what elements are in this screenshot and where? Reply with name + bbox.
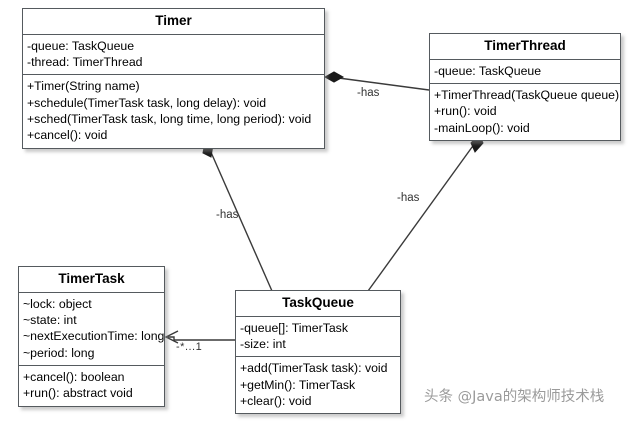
- class-member: ~state: int: [23, 312, 77, 327]
- class-member: +add(TimerTask task): void: [240, 361, 388, 376]
- class-box-timerthread[interactable]: TimerThread -queue: TaskQueue +TimerThre…: [429, 33, 621, 141]
- class-box-timer[interactable]: Timer -queue: TaskQueue -thread: TimerTh…: [22, 8, 325, 149]
- class-member: ~period: long: [23, 345, 95, 360]
- class-methods-taskqueue: +add(TimerTask task): void +getMin(): Ti…: [236, 357, 400, 413]
- class-member: ~nextExecutionTime: long: [23, 329, 165, 344]
- class-member: +run(): abstract void: [23, 386, 133, 401]
- open-arrowhead-icon: [164, 330, 179, 344]
- class-member: +getMin(): TimerTask: [240, 377, 356, 392]
- class-member: +sched(TimerTask task, long time, long p…: [27, 111, 312, 126]
- edge-timer-timerthread: [323, 71, 430, 91]
- class-member: -queue: TaskQueue: [27, 38, 135, 53]
- edge-label-timer-taskqueue: -has: [216, 209, 239, 221]
- class-member: +cancel(): boolean: [23, 369, 125, 384]
- class-attributes-timer: -queue: TaskQueue -thread: TimerThread: [23, 35, 324, 76]
- class-name-timer: Timer: [23, 9, 324, 35]
- class-member: +run(): void: [434, 104, 497, 119]
- class-name-timerthread: TimerThread: [430, 34, 620, 60]
- class-attributes-taskqueue: -queue[]: TimerTask -size: int: [236, 317, 400, 358]
- class-methods-timerthread: +TimerThread(TaskQueue queue) +run(): vo…: [430, 84, 620, 140]
- class-member: -queue[]: TimerTask: [240, 320, 348, 335]
- edge-timerthread-taskqueue: [367, 133, 484, 292]
- edge-label-timerthread-taskqueue: -has: [397, 192, 420, 204]
- class-box-taskqueue[interactable]: TaskQueue -queue[]: TimerTask -size: int…: [235, 290, 401, 415]
- class-attributes-timertask: ~lock: object ~state: int ~nextExecution…: [19, 293, 164, 366]
- class-methods-timer: +Timer(String name) +schedule(TimerTask …: [23, 75, 324, 147]
- class-member: +cancel(): void: [27, 128, 108, 143]
- class-member: -thread: TimerThread: [27, 54, 143, 69]
- class-member: +TimerThread(TaskQueue queue): [434, 87, 620, 102]
- class-methods-timertask: +cancel(): boolean +run(): abstract void: [19, 366, 164, 406]
- class-member: ~lock: object: [23, 296, 92, 311]
- watermark-text: 头条 @Java的架构师技术栈: [424, 389, 605, 405]
- class-member: -size: int: [240, 336, 286, 351]
- class-member: -queue: TaskQueue: [434, 63, 542, 78]
- class-box-timertask[interactable]: TimerTask ~lock: object ~state: int ~nex…: [18, 266, 165, 407]
- edge-taskqueue-timertask: [164, 330, 235, 344]
- edge-label-timer-timerthread: -has: [357, 87, 380, 99]
- multiplicity-label-taskqueue-timertask: -*...1: [176, 341, 203, 353]
- class-member: +Timer(String name): [27, 79, 140, 94]
- class-name-timertask: TimerTask: [19, 267, 164, 293]
- class-member: +schedule(TimerTask task, long delay): v…: [27, 95, 267, 110]
- class-member: -mainLoop(): void: [434, 120, 530, 135]
- class-name-taskqueue: TaskQueue: [236, 291, 400, 317]
- class-member: +clear(): void: [240, 393, 312, 408]
- class-attributes-timerthread: -queue: TaskQueue: [430, 60, 620, 84]
- composition-diamond-icon: [323, 71, 345, 83]
